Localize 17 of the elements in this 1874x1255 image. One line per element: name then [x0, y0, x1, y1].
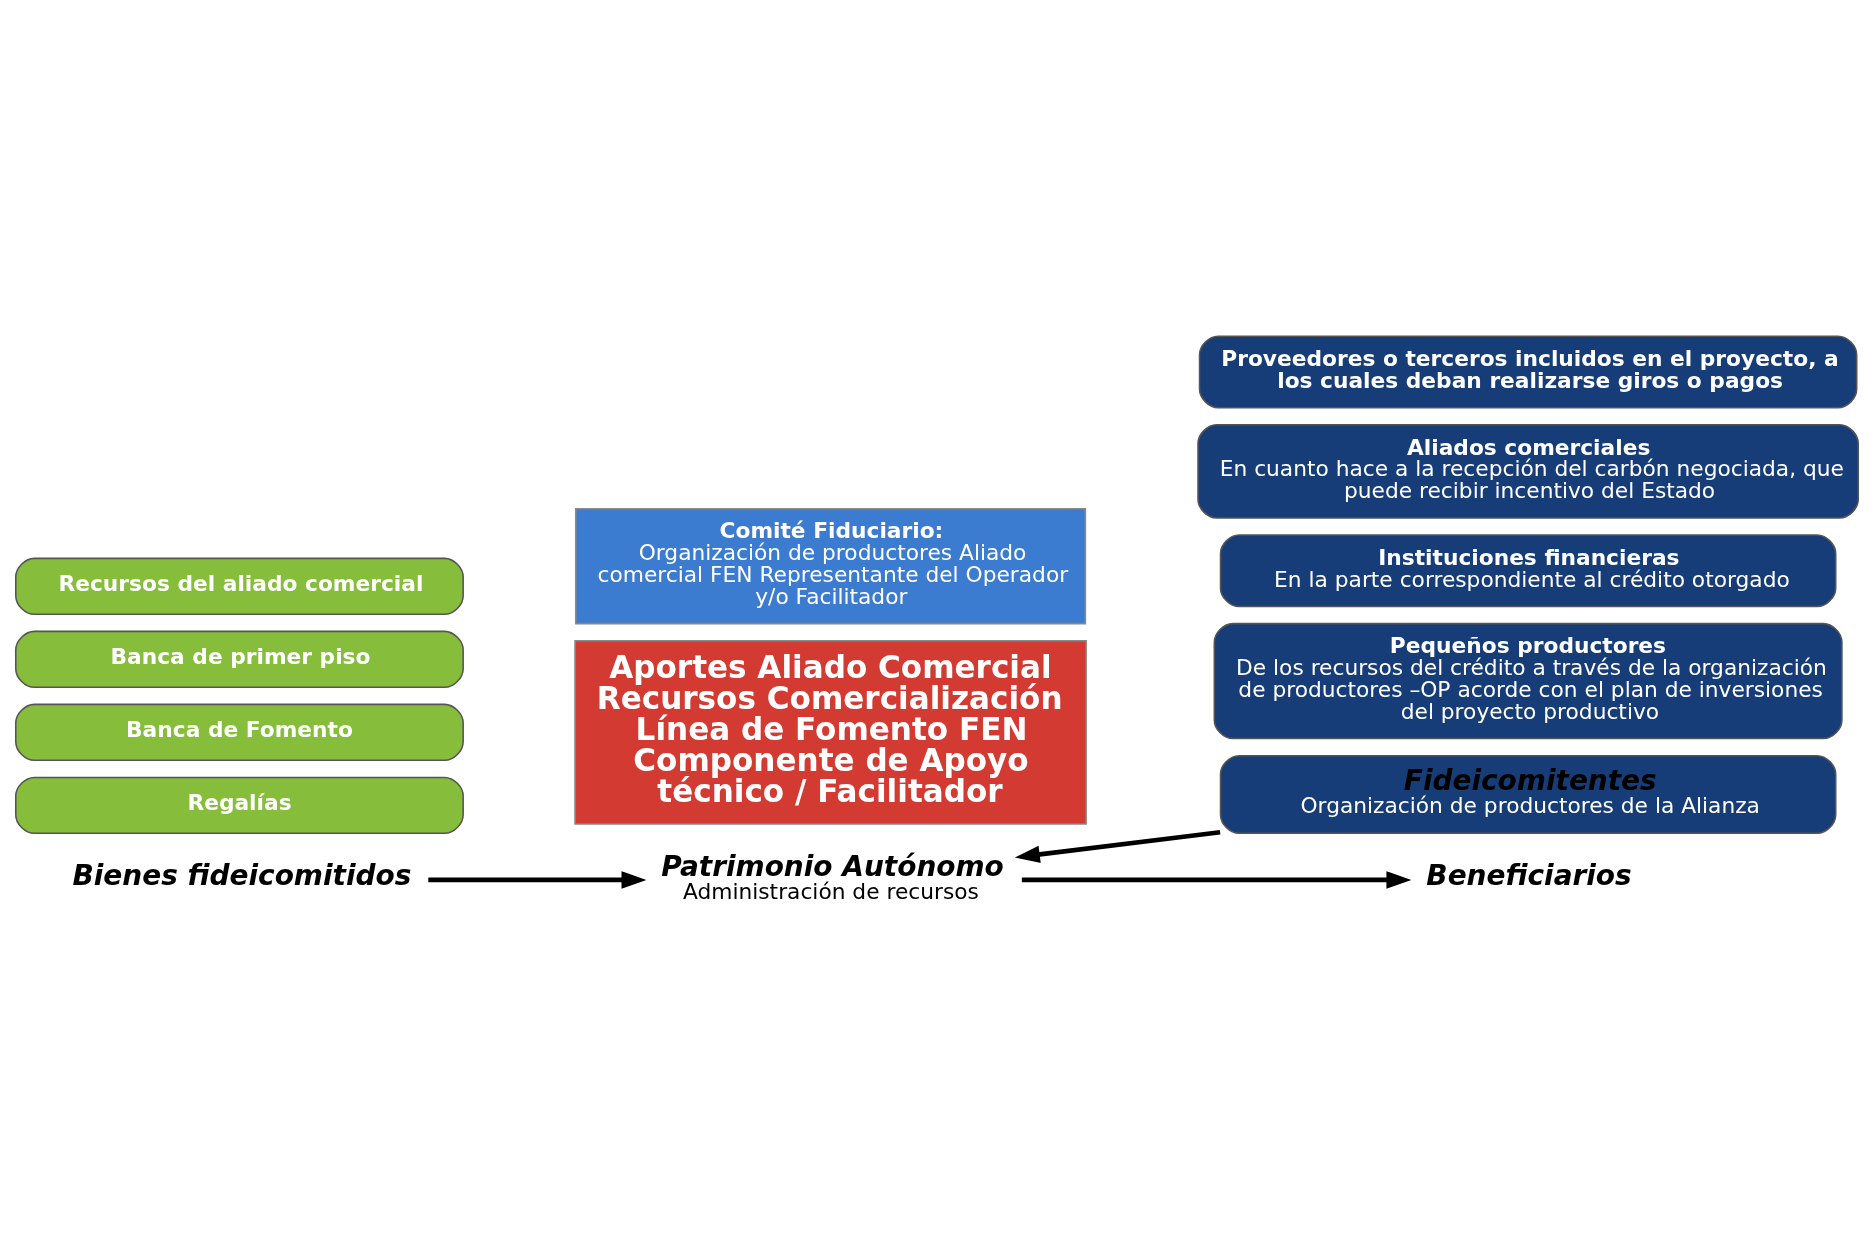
node-box: Proveedores o terceros incluidos en el proyecto, a los cuales deban realizarse giros o pagos: [1198, 335, 1858, 409]
node-box: Pequeños productores De los recursos del crédito a través de la organización de productores –OP acorde con el plan de inversiones del proyecto productivo: [1213, 622, 1843, 740]
node-text: Bienes fideicomitidos: [72, 859, 412, 893]
node-box: Banca de primer piso: [15, 630, 464, 689]
node-box: Fideicomitentes Organización de productores de la Alianza: [1219, 754, 1837, 835]
arrow: [428, 871, 647, 889]
node-box: Aliados comerciales En cuanto hace a la recepción del carbón negociada, que puede recibir incentivo del Estado: [1197, 424, 1859, 519]
node-box: Instituciones financieras En la parte correspondiente al crédito otorgado: [1219, 534, 1837, 608]
node-box: Comité Fiduciario: Organización de productores Aliado comercial FEN Representante del Operador y/o Facilitador: [575, 507, 1087, 625]
node-box: Recursos del aliado comercial: [15, 557, 464, 616]
node-text: Beneficiarios: [1426, 859, 1632, 893]
node-text: Patrimonio Autónomo Administración de recursos: [661, 849, 1004, 904]
node-box: Aportes Aliado Comercial Recursos Comercialización Línea de Fomento FEN Componente de Apoyo técnico / Facilitador: [574, 639, 1087, 825]
node-box: Banca de Fomento: [15, 703, 464, 762]
arrow: [1021, 871, 1412, 889]
arrow: [1014, 829, 1221, 864]
node-box: Regalías: [15, 776, 464, 835]
